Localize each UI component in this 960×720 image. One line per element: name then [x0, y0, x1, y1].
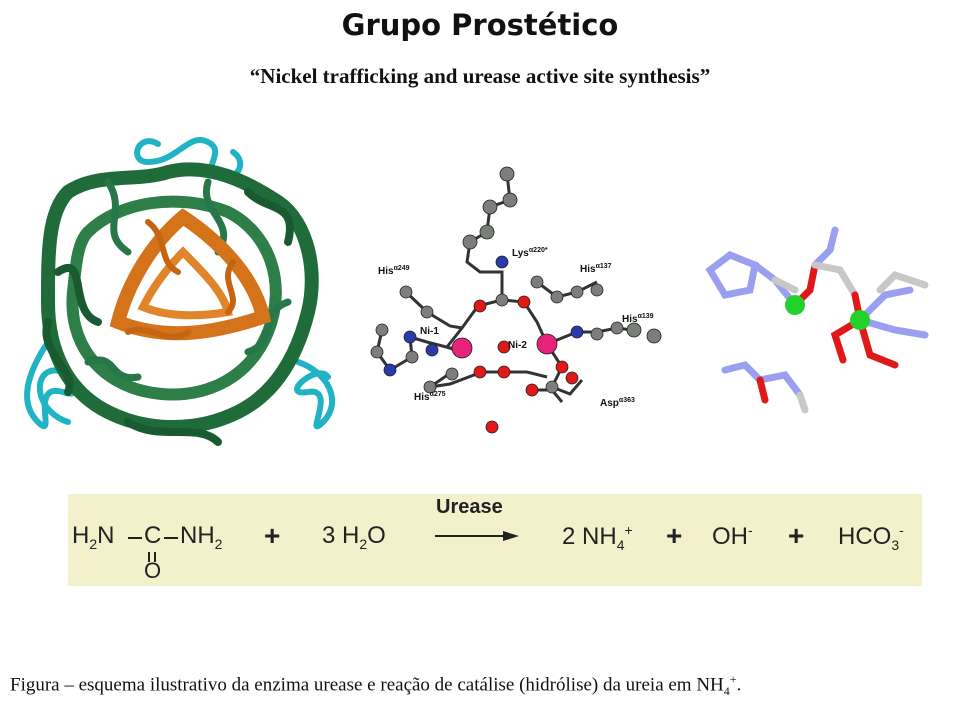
urea-h2n: H2N [72, 522, 115, 552]
urea-nh2: NH2 [180, 522, 223, 552]
label-ni1: Ni-1 [420, 326, 439, 337]
reaction-arrow [435, 531, 519, 541]
urea-carbon: C [144, 522, 162, 549]
water: 3 H2O [322, 522, 386, 552]
plus-sign-1: + [264, 520, 281, 551]
urea-oxygen: O [144, 558, 162, 583]
ammonium: 2 NH4+ [562, 522, 633, 553]
nickel-stick-model [705, 226, 929, 414]
label-his137: Hisα137 [580, 263, 612, 275]
page-title: Grupo Prostético [341, 8, 619, 42]
orange-ribbon-core [109, 208, 272, 341]
plus-sign-2: + [666, 520, 683, 551]
active-site-diagram: Hisα249 Lysα220* Hisα137 Hisα139 Ni-1 Ni… [370, 166, 662, 434]
plus-sign-3: + [788, 520, 805, 551]
orange-ribbon-strands [125, 219, 236, 340]
urease-protein-structure-image [24, 137, 336, 446]
urea-bond-left [128, 537, 142, 539]
label-his249: Hisα249 [378, 265, 410, 277]
urea-double-bond-a [148, 552, 150, 562]
urea-bond-right [164, 537, 178, 539]
page-subtitle: “Nickel trafficking and urease active si… [249, 64, 711, 88]
green-ribbon-2 [66, 195, 282, 401]
label-his139: Hisα139 [622, 313, 654, 325]
green-ribbon-4 [84, 178, 292, 382]
enzyme-label: Urease [436, 496, 503, 518]
green-ribbon-3 [42, 188, 294, 446]
label-asp363: Aspα363 [600, 397, 635, 409]
bicarbonate: HCO3- [838, 522, 904, 553]
nickel-atom-2 [850, 310, 870, 330]
label-his275: Hisα275 [414, 391, 446, 403]
orange-ribbon-inner [137, 246, 233, 320]
figure-caption: Figura – esquema ilustrativo da enzima u… [10, 672, 742, 699]
reaction-equation-box: H2N C NH2 O + 3 H2O Urease 2 NH4+ + OH- … [68, 494, 922, 586]
urea-double-bond-b [154, 552, 156, 562]
cyan-ribbon-right [294, 359, 336, 430]
label-ni2: Ni-2 [508, 340, 527, 351]
hydroxide: OH- [712, 522, 753, 550]
label-lys220: Lysα220* [512, 247, 548, 259]
nickel-atom-1 [785, 295, 805, 315]
cyan-ribbon-left [24, 339, 78, 430]
